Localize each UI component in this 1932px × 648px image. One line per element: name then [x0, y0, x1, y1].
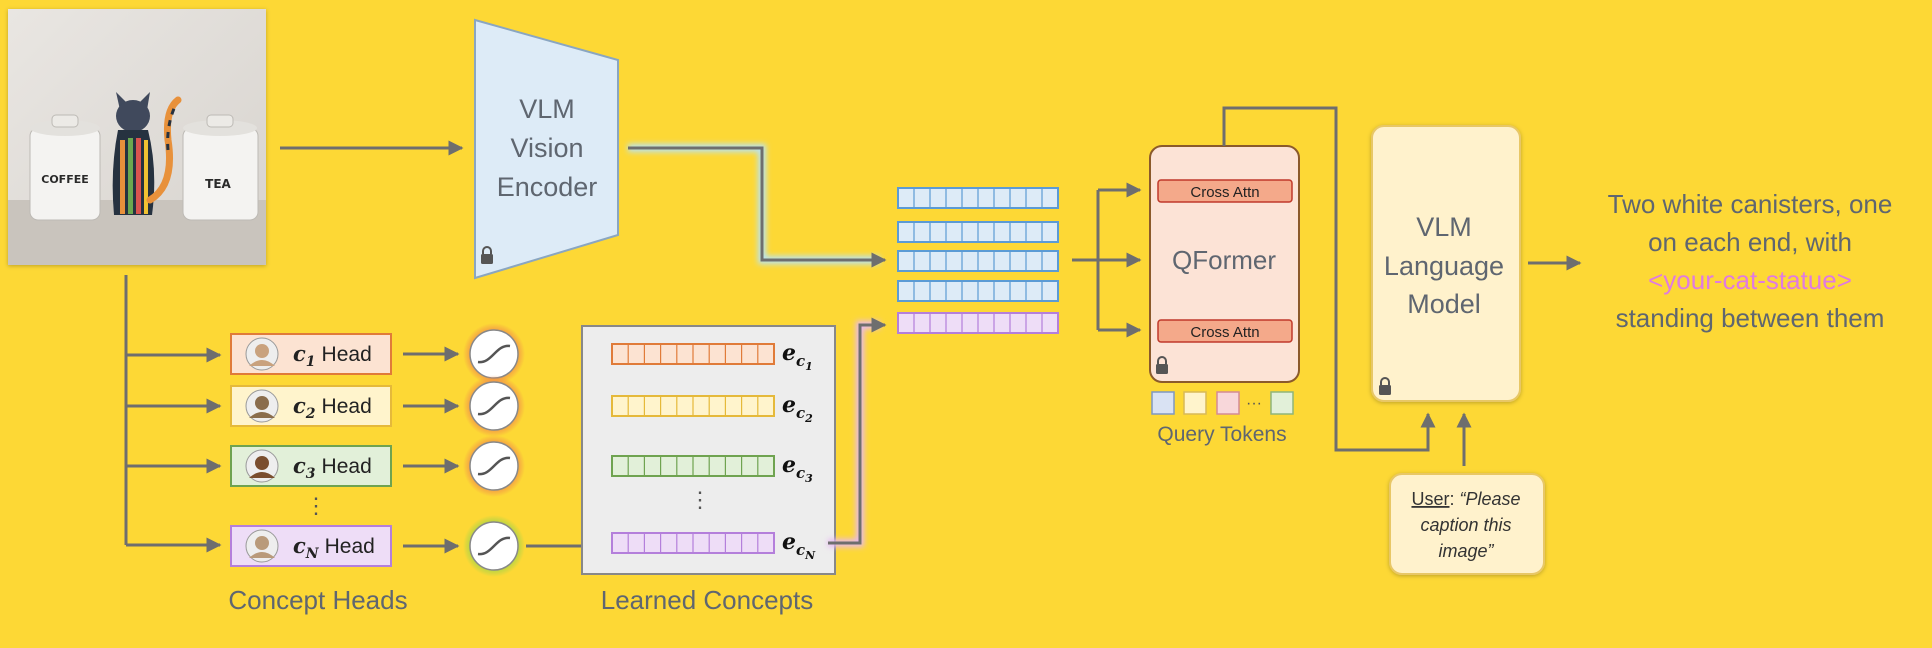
qformer-block: Cross Attn QFormer Cross Attn — [1149, 145, 1300, 383]
avatar — [245, 337, 279, 371]
query-token — [1270, 391, 1294, 415]
concept-heads-caption: Concept Heads — [228, 585, 407, 615]
output-line2: on each end, with — [1648, 227, 1852, 257]
query-token — [1183, 391, 1207, 415]
vision-encoder: VLM Vision Encoder — [474, 18, 619, 280]
output-line3-concept: <your-cat-statue> — [1648, 265, 1852, 295]
visual-token-row — [897, 187, 1059, 209]
learned-concept-3: ec3 — [611, 452, 813, 485]
avatar — [245, 529, 279, 563]
concept-embedding-label: ecN — [782, 529, 816, 562]
query-token — [1151, 391, 1175, 415]
vision-encoder-line3: Encoder — [497, 172, 598, 202]
avatar — [245, 449, 279, 483]
arrow-encoder-to-tokens — [628, 144, 887, 268]
learned-concepts: ec1 ec2 ec3 ecN — [611, 340, 816, 562]
concept-embedding-label: ec1 — [782, 340, 813, 373]
vision-encoder-line1: VLM — [519, 94, 575, 124]
lock-icon — [1156, 356, 1168, 374]
cat-statue — [112, 92, 182, 215]
visual-token-stack — [897, 187, 1059, 334]
concept-embedding-label: ec3 — [782, 452, 813, 485]
lock-icon — [1379, 377, 1391, 395]
jar-label-coffee: COFFEE — [41, 173, 88, 186]
visual-token-row — [897, 221, 1059, 243]
sigmoid-icon — [463, 435, 525, 497]
avatar — [245, 389, 279, 423]
user-text-line3: image” — [1438, 541, 1494, 561]
learned-concept-2: ec2 — [611, 392, 813, 425]
output-line1: Two white canisters, one — [1608, 189, 1893, 219]
sigmoid-icon — [463, 323, 525, 385]
qformer-title: QFormer — [1172, 245, 1276, 275]
language-model-block: VLM Language Model — [1371, 125, 1521, 402]
user-text-line1: “Please — [1460, 489, 1521, 509]
cross-attn-bottom — [1157, 319, 1293, 343]
query-token-ellipsis: ··· — [1246, 395, 1262, 412]
concept-branch-arrows — [124, 275, 222, 553]
lm-line3: Model — [1407, 289, 1481, 319]
visual-token-row — [897, 250, 1059, 272]
cross-attn-top — [1157, 179, 1293, 203]
input-image: COFFEE TEA — [8, 9, 266, 265]
user-label: User — [1411, 489, 1449, 509]
vision-encoder-line2: Vision — [510, 133, 583, 163]
visual-token-row — [897, 280, 1059, 302]
concept-token-row — [897, 312, 1059, 334]
user-prompt-box: User: “Please caption this image” — [1389, 473, 1545, 575]
query-tokens-label: Query Tokens — [1157, 423, 1286, 446]
concept-heads-ellipsis: ⋮ — [305, 493, 327, 518]
cross-attn-bottom-label: Cross Attn — [1190, 324, 1259, 341]
arrows-tokens-to-qformer — [1072, 182, 1142, 338]
arrow-concept-to-tokens — [828, 317, 887, 547]
arrow-qformer-to-lm — [1222, 106, 1436, 452]
output-line4: standing between them — [1616, 303, 1885, 333]
learned-concepts-caption: Learned Concepts — [601, 585, 813, 615]
svg-text:User: “Please: User: “Please — [1411, 489, 1520, 509]
sigmoid-icon — [463, 375, 525, 437]
sigmoid-icon — [463, 515, 525, 577]
learned-concept-4: ecN — [611, 529, 816, 562]
lm-line1: VLM — [1416, 212, 1472, 242]
lm-line2: Language — [1384, 251, 1504, 281]
lock-icon — [481, 246, 493, 264]
jar-label-tea: TEA — [205, 177, 231, 191]
query-tokens: ··· — [1151, 391, 1294, 415]
output-caption: Two white canisters, one on each end, wi… — [1608, 189, 1893, 333]
query-token — [1216, 391, 1240, 415]
concept-embedding-label: ec2 — [782, 392, 813, 425]
learned-concepts-ellipsis: ⋮ — [689, 487, 711, 512]
user-text-line2: caption this — [1420, 515, 1511, 535]
learned-concept-1: ec1 — [611, 340, 813, 373]
cross-attn-top-label: Cross Attn — [1190, 184, 1259, 201]
